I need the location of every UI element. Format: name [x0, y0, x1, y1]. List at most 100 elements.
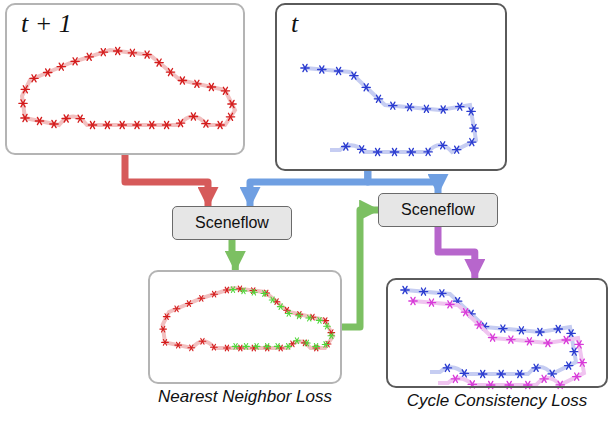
flow-arrow [342, 210, 378, 327]
point-marker [186, 301, 193, 307]
point-marker [499, 325, 507, 332]
point-marker [251, 289, 258, 295]
point-marker [316, 318, 323, 324]
point-marker [76, 115, 84, 122]
point-marker [328, 333, 335, 339]
point-marker [389, 102, 397, 109]
point-marker [193, 80, 201, 87]
point-marker [362, 84, 370, 91]
point-marker [409, 297, 417, 304]
point-marker [439, 106, 447, 113]
point-marker [468, 139, 476, 146]
point-marker [438, 290, 446, 297]
point-marker [446, 301, 454, 308]
point-marker [374, 95, 382, 102]
point-marker [443, 364, 451, 371]
point-marker [50, 120, 58, 127]
process-box: Sceneflow [172, 206, 292, 240]
point-marker [88, 121, 96, 128]
point-marker [578, 359, 586, 366]
point-marker [207, 83, 215, 90]
blue-cycle-cloud [401, 286, 579, 377]
point-marker [202, 120, 210, 127]
point-marker [175, 342, 182, 348]
point-marker [460, 370, 468, 377]
point-marker [211, 344, 218, 350]
point-marker [163, 314, 170, 320]
point-marker [226, 113, 234, 120]
point-marker [228, 100, 236, 107]
point-marker [103, 121, 111, 128]
point-marker [118, 121, 126, 128]
partial-outline [413, 301, 584, 385]
point-marker [488, 334, 496, 341]
result-panel: Cycle Consistency Loss [386, 278, 608, 388]
box-label: Sceneflow [401, 201, 475, 219]
point-marker [224, 287, 231, 293]
car-outline [22, 50, 235, 125]
point-marker [230, 287, 237, 293]
point-marker [162, 121, 170, 128]
point-marker [497, 370, 505, 377]
car-points [22, 50, 235, 125]
point-marker [19, 100, 27, 107]
point-marker [516, 370, 524, 377]
point-marker [350, 72, 358, 79]
point-marker [199, 338, 206, 344]
point-marker [565, 362, 573, 369]
point-marker [554, 325, 562, 332]
frame-panel: t + 1 [5, 3, 245, 155]
green-points [225, 290, 331, 347]
point-marker [306, 315, 313, 321]
point-marker [35, 117, 43, 124]
point-marker [176, 120, 184, 127]
point-marker [21, 86, 29, 93]
point-marker [318, 66, 326, 73]
point-marker [304, 340, 311, 346]
point-marker [405, 104, 413, 111]
point-marker [160, 326, 167, 332]
point-marker [269, 297, 276, 303]
flow-arrow [368, 171, 438, 193]
car-points [163, 288, 333, 348]
point-marker [456, 103, 464, 110]
point-marker [198, 295, 205, 301]
point-marker [453, 146, 461, 153]
point-marker [30, 75, 38, 82]
magenta-cycle-cloud [409, 297, 587, 388]
point-marker [532, 364, 540, 371]
point-marker [261, 291, 268, 297]
loss-caption: Cycle Consistency Loss [407, 391, 587, 411]
point-marker [162, 340, 169, 346]
point-marker [216, 121, 224, 128]
point-marker [439, 142, 447, 149]
cycle-points [413, 301, 584, 385]
point-marker [475, 321, 483, 328]
point-marker [211, 291, 218, 297]
flow-arrow [232, 240, 235, 270]
point-marker [264, 344, 271, 350]
warped-cloud [160, 286, 335, 351]
point-marker [133, 121, 141, 128]
point-marker [285, 344, 292, 350]
result-panel: Nearest Neighbor Loss [148, 270, 342, 384]
point-marker [536, 328, 544, 335]
point-marker [21, 114, 29, 121]
flow-arrow [125, 155, 208, 206]
point-marker [188, 345, 195, 351]
point-marker [128, 49, 136, 56]
point-marker [401, 286, 409, 293]
point-marker [422, 105, 430, 112]
point-marker [451, 375, 459, 382]
point-marker [575, 341, 583, 348]
point-marker [166, 69, 174, 76]
point-marker [525, 338, 533, 345]
point-marker [328, 330, 335, 336]
point-marker [285, 311, 292, 317]
point-marker [470, 125, 478, 132]
point-marker [44, 69, 52, 76]
point-marker [148, 121, 156, 128]
point-marker [507, 336, 515, 343]
